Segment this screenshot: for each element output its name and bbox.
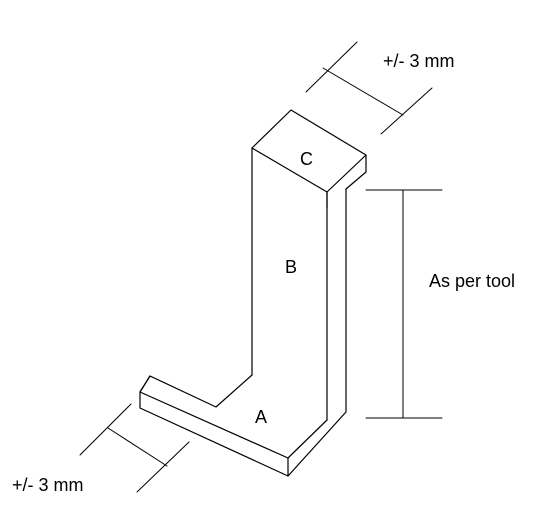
face-a-label: A	[255, 407, 267, 427]
top-dim-line	[322, 67, 404, 116]
bottom-ext-line-1	[79, 403, 132, 456]
face-c-label: C	[300, 149, 313, 169]
top-tolerance-label: +/- 3 mm	[383, 51, 455, 71]
height-label: As per tool	[429, 271, 515, 291]
top-ext-line-1	[305, 41, 358, 93]
bottom-dim-line	[107, 427, 168, 467]
bottom-ext-line-2	[136, 441, 190, 493]
flange-a-edges	[139, 375, 289, 477]
face-b-label: B	[285, 257, 297, 277]
flange-a-outline	[139, 374, 328, 459]
web-b-outline	[251, 147, 328, 421]
bottom-tolerance-label: +/- 3 mm	[12, 475, 84, 495]
top-ext-line-2	[380, 87, 433, 135]
web-b-thickness	[287, 188, 347, 477]
